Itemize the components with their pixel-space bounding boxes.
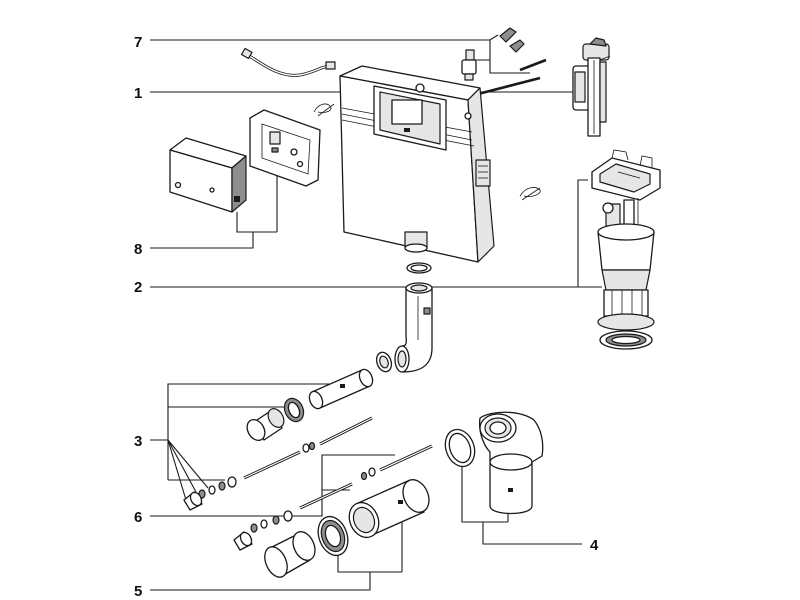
coupler-ring xyxy=(317,515,349,557)
callout-6: 6 xyxy=(134,509,142,526)
pan-connector-bend xyxy=(478,411,544,515)
callout-5: 5 xyxy=(134,583,142,600)
leader-8 xyxy=(150,212,254,249)
fill-valve xyxy=(572,37,611,137)
flush-valve-cage xyxy=(591,149,661,201)
mounting-frame xyxy=(249,109,321,187)
cistern-tank xyxy=(339,65,495,263)
clip-fittings xyxy=(477,27,547,96)
leader-6 xyxy=(150,454,395,517)
pipe-sleeve xyxy=(246,408,285,441)
washers-6a xyxy=(360,467,376,481)
threaded-rod-6a xyxy=(379,444,433,472)
end-cap-small-2 xyxy=(233,531,253,551)
callout-1: 1 xyxy=(134,85,142,102)
callout-7: 7 xyxy=(134,34,142,51)
washers-mid xyxy=(198,476,237,499)
leader-lines xyxy=(150,34,602,591)
actuator-box xyxy=(169,137,247,213)
leader-3e xyxy=(167,439,187,501)
callout-8: 8 xyxy=(134,241,142,258)
wire-clip-left xyxy=(313,103,335,117)
outlet-seal-ring xyxy=(406,262,432,274)
leader-3f xyxy=(167,439,197,493)
leader-2 xyxy=(150,179,588,288)
callout-2: 2 xyxy=(134,279,142,296)
threaded-rod-6b xyxy=(299,482,353,510)
leader-7b xyxy=(489,40,530,74)
washers-upper xyxy=(302,441,316,453)
outlet-elbow xyxy=(394,282,433,373)
callout-4: 4 xyxy=(590,537,599,554)
flexible-hose xyxy=(240,47,336,77)
flush-valve-body xyxy=(597,198,655,350)
leader-7 xyxy=(150,34,499,41)
leader-3g xyxy=(167,439,209,489)
pan-connector-seal xyxy=(444,428,476,468)
wire-clip-right xyxy=(519,187,541,201)
valve-fitting xyxy=(461,49,477,81)
washers-6b xyxy=(250,510,293,533)
end-cap-small xyxy=(183,491,203,511)
leader-3 xyxy=(150,383,335,441)
pipe-connector-ring xyxy=(283,397,305,423)
coupler-sleeve-large xyxy=(348,479,430,539)
extension-pipe-long xyxy=(308,368,374,410)
callout-3: 3 xyxy=(134,433,142,450)
threaded-rod-mid xyxy=(243,450,301,480)
coupler-sleeve-small xyxy=(264,531,316,578)
threaded-rod-upper xyxy=(319,416,373,446)
elbow-seal-ring xyxy=(375,351,393,373)
